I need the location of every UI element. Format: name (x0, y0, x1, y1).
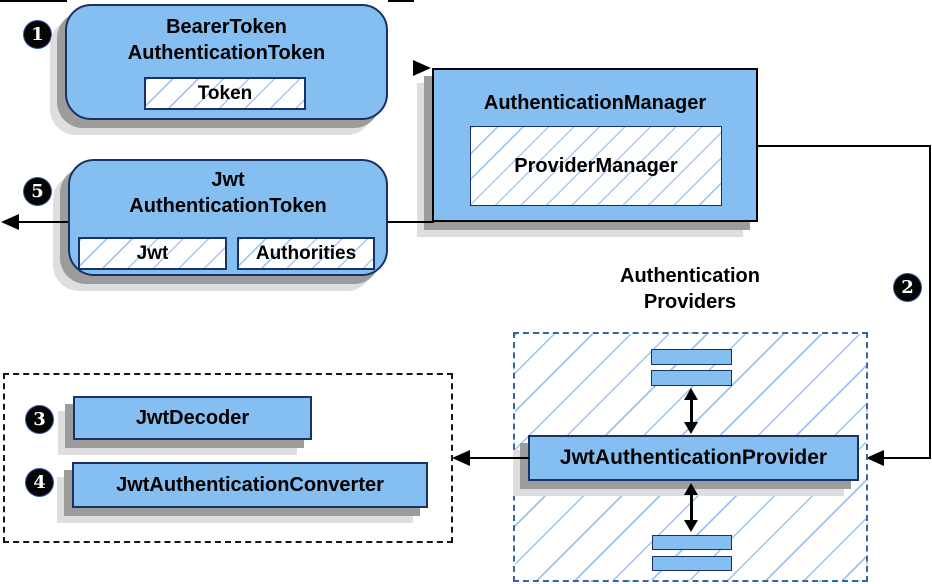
node-jwt-authentication-converter: JwtAuthenticationConverter (72, 462, 428, 508)
bearer-token-title-line1: BearerToken (166, 16, 287, 38)
step-badge-4: 4 (26, 469, 53, 496)
token-chip-label: Token (197, 82, 253, 104)
edge-manager-to-jwt-token-line (388, 221, 434, 223)
providers-heading-line2: Providers (643, 291, 737, 313)
provider-manager-chip-label: ProviderManager (514, 154, 678, 177)
step-badge-1-number: 1 (31, 24, 44, 45)
node-jwt-authentication-token: Jwt AuthenticationToken Jwt Authorities (68, 159, 388, 276)
provider-placeholder-bar-top-2 (651, 370, 732, 386)
authentication-providers-heading: Authentication Providers (555, 263, 825, 315)
provider-placeholder-bar-bottom-2 (652, 556, 732, 571)
double-arrow-top-shaft (690, 398, 693, 423)
authorities-chip: Authorities (237, 237, 375, 270)
jwt-decoder-label: JwtDecoder (135, 406, 250, 429)
node-jwt-authentication-provider: JwtAuthenticationProvider (528, 435, 859, 481)
step-badge-2-number: 2 (901, 277, 914, 298)
providers-heading-line1: Authentication (620, 265, 760, 287)
double-arrow-top-up-head (684, 388, 698, 400)
provider-placeholder-bar-top-1 (651, 349, 732, 365)
jwt-authentication-provider-label: JwtAuthenticationProvider (559, 446, 828, 469)
node-bearer-token-authentication-token: BearerToken AuthenticationToken Token (65, 4, 388, 120)
bearer-token-title-line2: AuthenticationToken (127, 42, 326, 64)
step-badge-5-number: 5 (31, 181, 44, 202)
edge-step2-vertical (929, 145, 931, 459)
double-arrow-bottom-down-head (684, 520, 698, 532)
step-badge-2: 2 (894, 274, 921, 301)
double-arrow-top-down-head (684, 422, 698, 434)
provider-placeholder-bar-bottom-1 (652, 535, 732, 550)
authentication-providers-container: JwtAuthenticationProvider (513, 332, 868, 582)
jwt-chip-label: Jwt (136, 242, 169, 264)
jwt-authentication-converter-label: JwtAuthenticationConverter (116, 473, 384, 496)
step-badge-3: 3 (26, 406, 53, 433)
edge-step2-horizontal-top (758, 145, 931, 147)
step-badge-3-number: 3 (33, 409, 46, 430)
arrowhead-left-into-decoder-group (452, 450, 470, 466)
edge-step2-horizontal-bottom (884, 457, 931, 459)
double-arrow-bottom-up-head (684, 483, 698, 495)
edge-step5-outgoing-line (18, 221, 68, 223)
edge-bearer-to-manager-line (388, 0, 414, 2)
jwt-chip: Jwt (78, 237, 227, 270)
provider-manager-chip: ProviderManager (470, 126, 722, 206)
edge-incoming-request-line (0, 0, 67, 2)
step-badge-1: 1 (24, 21, 51, 48)
step-badge-5: 5 (24, 178, 51, 205)
arrowhead-right-into-manager (413, 60, 431, 76)
jwt-token-title-line2: AuthenticationToken (129, 195, 327, 217)
authentication-manager-title: AuthenticationManager (483, 92, 707, 114)
edge-provider-to-decoder-line (470, 457, 529, 459)
step-badge-4-number: 4 (33, 472, 46, 493)
decoder-converter-group-box (3, 373, 453, 543)
node-jwt-decoder: JwtDecoder (73, 396, 312, 440)
double-arrow-bottom-shaft (690, 494, 693, 520)
jwt-token-title-line1: Jwt (211, 169, 245, 191)
node-authentication-manager: AuthenticationManager ProviderManager (432, 68, 758, 222)
arrowhead-left-into-provider (866, 450, 884, 466)
token-chip: Token (144, 77, 306, 110)
authorities-chip-label: Authorities (255, 242, 357, 264)
arrowhead-left-outgoing (1, 214, 19, 230)
